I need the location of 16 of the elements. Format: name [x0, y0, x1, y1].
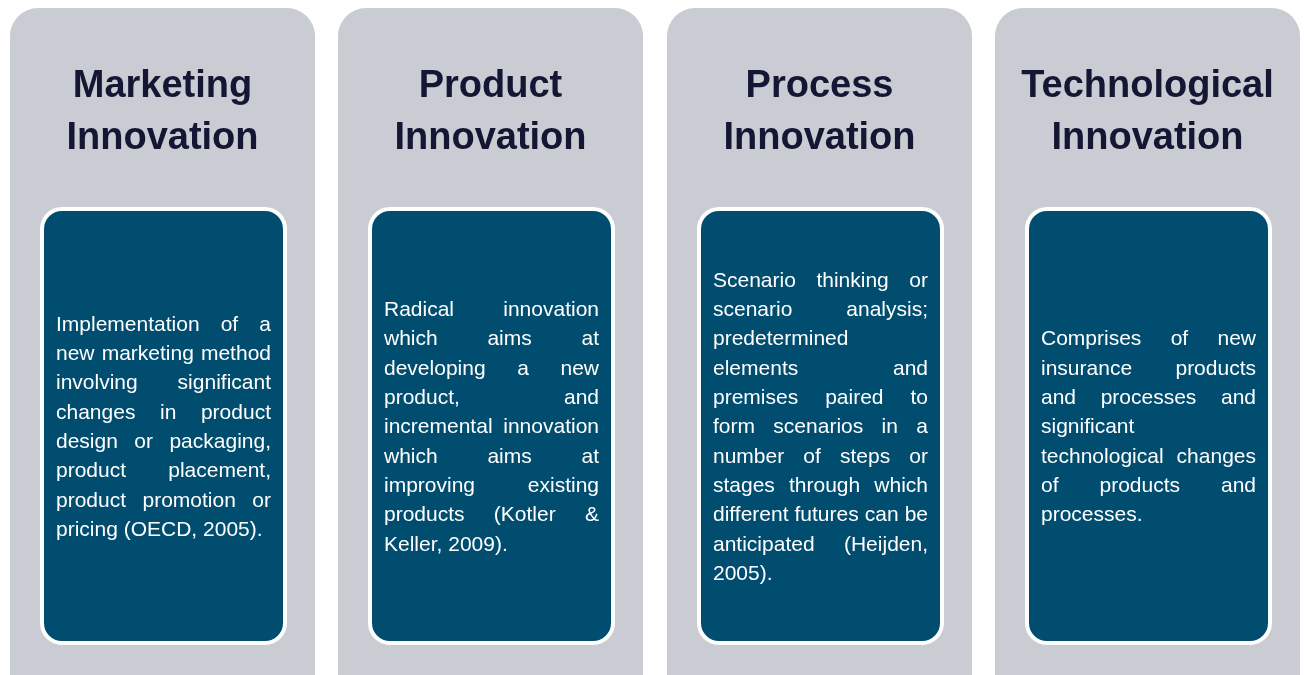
description-box — [1025, 207, 1272, 645]
description-text: Comprises of new insurance products and processes and significant technological changes of products and processes. — [1040, 325, 1257, 528]
panel-heading: Process Innovation — [722, 62, 917, 159]
category-panel — [338, 8, 643, 675]
description-text: Radical innovation which aims at developing a new product, and incremental innovation which aims at improving existing products (Kotler & Keller, 2009). — [383, 296, 600, 557]
category-panel — [995, 8, 1300, 675]
description-box — [40, 207, 287, 645]
panel-heading: Technological Innovation — [1020, 62, 1275, 159]
description-box — [697, 207, 944, 645]
panel-heading: Product Innovation — [393, 62, 588, 159]
description-box — [368, 207, 615, 645]
description-text: Scenario thinking or scenario analysis; predetermined elements and premises paired to form scenarios in a number of steps or stages through which different futures can be anticipated (Heijden, 2005). — [712, 266, 929, 586]
category-panel — [10, 8, 315, 675]
panel-heading: Marketing Innovation — [65, 62, 260, 159]
category-panel — [667, 8, 972, 675]
description-text: Implementation of a new marketing method involving significant changes in product design or packaging, product placement, product promotion or pricing (OECD, 2005). — [55, 310, 272, 542]
